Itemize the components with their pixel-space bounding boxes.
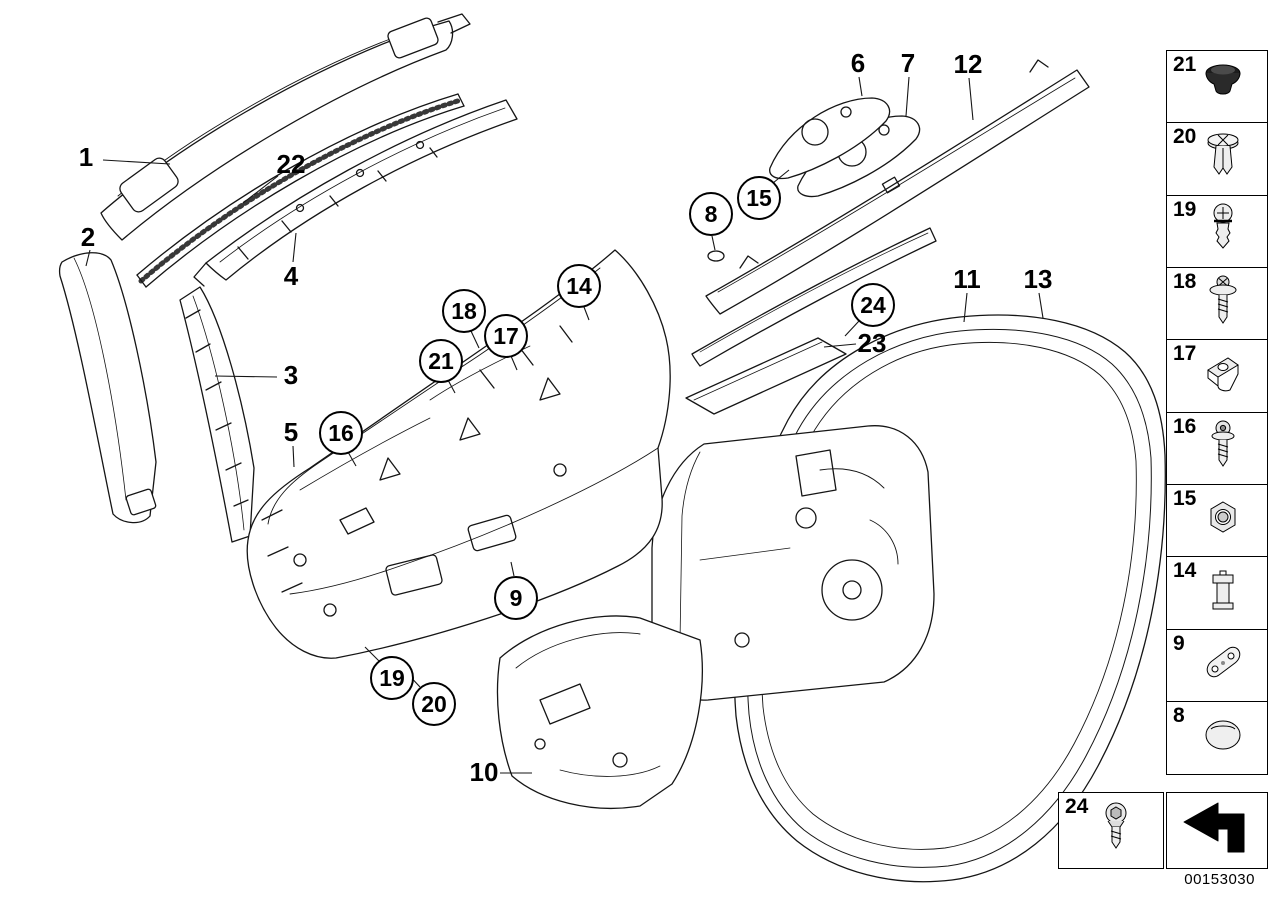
callout-20[interactable]: 20	[412, 682, 456, 726]
panel-clip-icon	[1201, 201, 1245, 262]
callout-22[interactable]: 22	[276, 149, 306, 179]
callout-6[interactable]: 6	[850, 48, 866, 78]
legend-item-number: 14	[1173, 559, 1197, 583]
fastener-legend: 21 20 19	[1166, 50, 1268, 775]
callout-5[interactable]: 5	[283, 417, 299, 447]
callout-18[interactable]: 18	[442, 289, 486, 333]
legend-item-21[interactable]: 21	[1166, 50, 1268, 124]
callout-2[interactable]: 2	[80, 222, 96, 252]
hex-nut-icon	[1201, 490, 1245, 551]
legend-item-number: 24	[1065, 795, 1089, 818]
callout-4[interactable]: 4	[283, 261, 299, 291]
legend-item-number: 19	[1173, 197, 1197, 221]
legend-item-number: 9	[1173, 631, 1185, 655]
callout-11[interactable]: 11	[953, 264, 981, 294]
legend-item-number: 16	[1173, 414, 1197, 438]
legend-item-24[interactable]: 24	[1058, 792, 1164, 869]
callout-12[interactable]: 12	[953, 49, 983, 79]
blind-cap-icon	[1201, 707, 1245, 768]
callout-23[interactable]: 23	[857, 328, 887, 358]
legend-item-number: 20	[1173, 125, 1197, 149]
callout-8[interactable]: 8	[689, 192, 733, 236]
legend-item-number: 8	[1173, 703, 1185, 727]
legend-item-15[interactable]: 15	[1166, 483, 1268, 558]
callout-19[interactable]: 19	[370, 656, 414, 700]
callout-16[interactable]: 16	[319, 411, 363, 455]
callout-14[interactable]: 14	[557, 264, 601, 308]
legend-item-20[interactable]: 20	[1166, 122, 1268, 197]
callout-24[interactable]: 24	[851, 283, 895, 327]
retainer-clip-icon	[1201, 563, 1245, 624]
expanding-rivet-icon	[1201, 129, 1245, 190]
legend-item-number: 21	[1173, 53, 1197, 76]
callout-3[interactable]: 3	[283, 360, 299, 390]
legend-item-8[interactable]: 8	[1166, 700, 1268, 775]
nav-arrow-button[interactable]	[1166, 792, 1268, 869]
blind-plug-icon	[1201, 57, 1245, 118]
legend-item-18[interactable]: 18	[1166, 266, 1268, 341]
callout-7[interactable]: 7	[900, 48, 916, 78]
direction-arrow-icon	[1176, 798, 1258, 863]
screw-with-washer-icon	[1201, 273, 1245, 334]
legend-item-number: 17	[1173, 342, 1197, 366]
legend-item-19[interactable]: 19	[1166, 194, 1268, 269]
callout-21[interactable]: 21	[419, 339, 463, 383]
legend-item-number: 15	[1173, 486, 1197, 510]
legend-item-number: 18	[1173, 269, 1197, 293]
legend-item-9[interactable]: 9	[1166, 628, 1268, 703]
speed-nut-icon	[1201, 346, 1245, 407]
legend-item-17[interactable]: 17	[1166, 339, 1268, 414]
diagram-number: 00153030	[1184, 871, 1255, 888]
callout-15[interactable]: 15	[737, 176, 781, 220]
countersunk-screw-icon	[1094, 800, 1138, 861]
callout-9[interactable]: 9	[494, 576, 538, 620]
legend-item-14[interactable]: 14	[1166, 556, 1268, 631]
callout-10[interactable]: 10	[469, 757, 499, 787]
torx-screw-icon	[1201, 418, 1245, 479]
cover-plate-icon	[1201, 635, 1245, 696]
callout-13[interactable]: 13	[1023, 264, 1053, 294]
callout-17[interactable]: 17	[484, 314, 528, 358]
callout-1[interactable]: 1	[78, 142, 94, 172]
